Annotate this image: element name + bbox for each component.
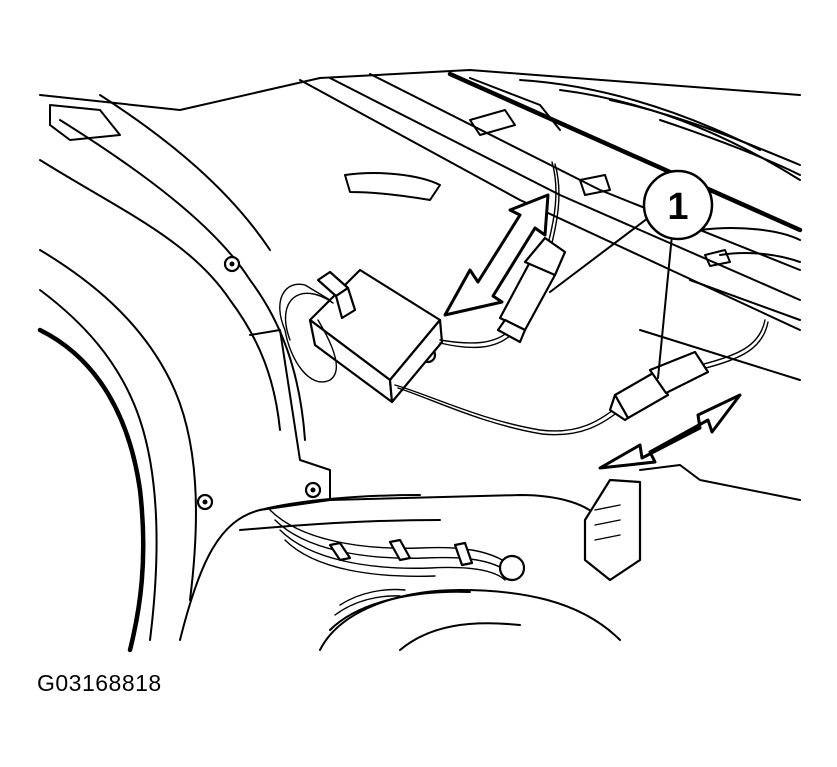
- mounting-bracket: [583, 464, 801, 582]
- upper-connector: [496, 236, 567, 344]
- removal-arrow-lower: [598, 393, 742, 470]
- figure-code: G03168818: [37, 670, 162, 696]
- molding-details: [49, 104, 731, 267]
- roof-panel-lines: [39, 69, 803, 381]
- lower-connector: [608, 350, 710, 422]
- wire-bundle: [269, 509, 526, 582]
- callout-1: 1: [549, 169, 714, 379]
- control-module: [279, 268, 444, 404]
- removal-arrow-upper: [443, 193, 550, 317]
- pillar-structure: [37, 94, 601, 653]
- lower-trim: [319, 588, 621, 651]
- callout-number: 1: [667, 186, 688, 228]
